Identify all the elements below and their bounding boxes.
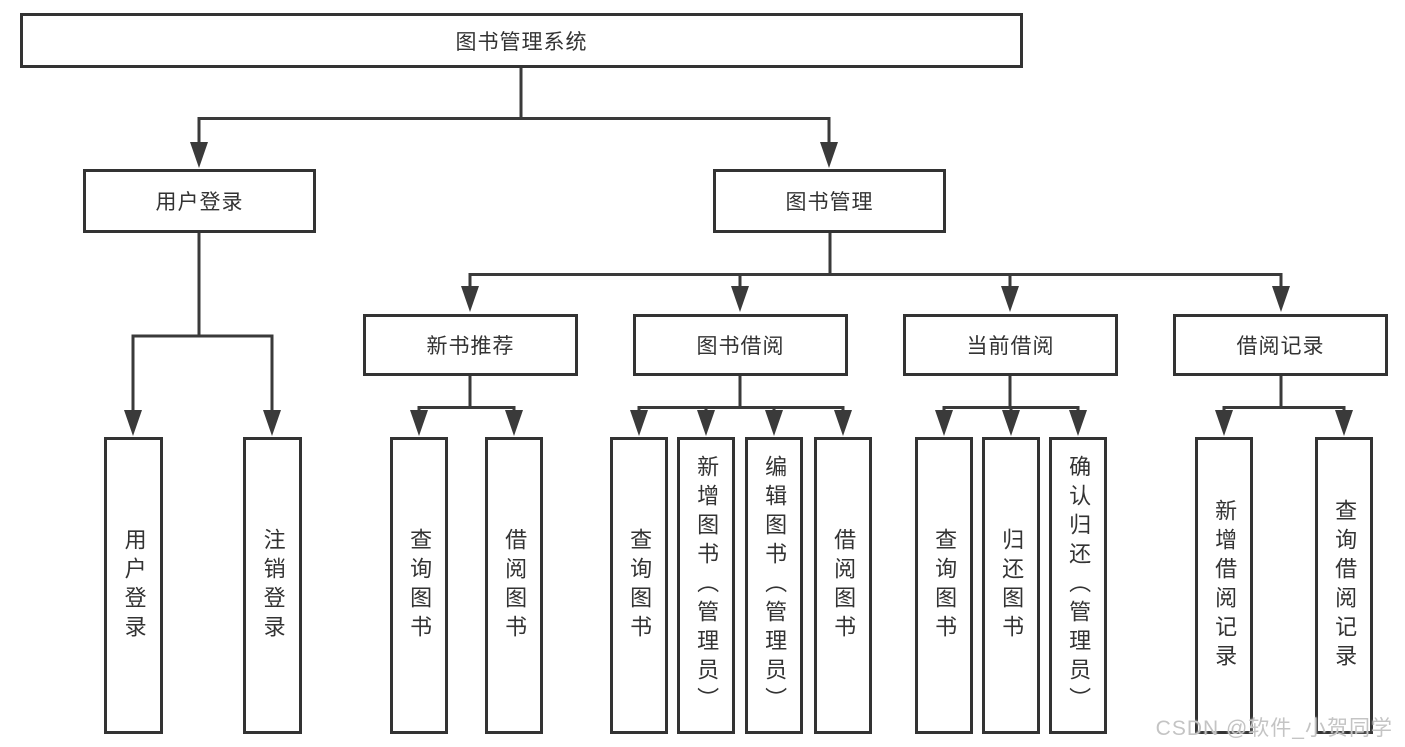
node-borrow-books: 借阅图书 [814, 437, 872, 734]
node-book-borrow: 图书借阅 [633, 314, 848, 376]
node-book-management: 图书管理 [713, 169, 946, 233]
node-borrow-records: 借阅记录 [1173, 314, 1388, 376]
connector-userlogin-to-leaves [124, 233, 281, 436]
node-confirm-return-admin: 确认归还（管理员） [1049, 437, 1107, 734]
csdn-watermark: CSDN @软件_小贺同学 [1155, 717, 1393, 740]
node-borrow-books-recommend-label: 借阅图书 [502, 527, 528, 644]
node-user-login: 用户登录 [83, 169, 316, 233]
node-edit-books-admin: 编辑图书（管理员） [745, 437, 803, 734]
connector-bookmgmt-to-level3 [461, 233, 1290, 312]
node-borrow-books-recommend: 借阅图书 [485, 437, 543, 734]
node-query-books-recommend-label: 查询图书 [407, 527, 433, 644]
connector-root-to-level2 [190, 66, 838, 168]
node-query-books-borrow-label: 查询图书 [627, 527, 653, 644]
node-edit-books-admin-label: 编辑图书（管理员） [762, 455, 788, 716]
node-user-login-action: 用户登录 [104, 437, 163, 734]
node-query-borrow-record: 查询借阅记录 [1315, 437, 1373, 734]
node-confirm-return-admin-label: 确认归还（管理员） [1066, 455, 1092, 716]
node-add-borrow-record-label: 新增借阅记录 [1212, 498, 1238, 673]
connector-currentborrow-to-leaves [935, 375, 1087, 436]
node-add-borrow-record: 新增借阅记录 [1195, 437, 1253, 734]
connector-newbook-to-leaves [410, 375, 523, 436]
node-borrow-books-label: 借阅图书 [831, 527, 857, 644]
node-logout-action-label: 注销登录 [260, 527, 286, 644]
node-new-book-recommend: 新书推荐 [363, 314, 578, 376]
connector-records-to-leaves [1215, 375, 1353, 436]
node-current-borrow: 当前借阅 [903, 314, 1118, 376]
node-query-books-recommend: 查询图书 [390, 437, 448, 734]
node-query-books-current-label: 查询图书 [932, 527, 958, 644]
node-add-books-admin: 新增图书（管理员） [677, 437, 735, 734]
connector-bookborrow-to-leaves [630, 375, 852, 436]
node-return-books-label: 归还图书 [999, 527, 1025, 644]
node-add-books-admin-label: 新增图书（管理员） [694, 455, 720, 716]
node-user-login-action-label: 用户登录 [121, 527, 147, 644]
node-return-books: 归还图书 [982, 437, 1040, 734]
node-query-borrow-record-label: 查询借阅记录 [1332, 498, 1358, 673]
node-query-books-current: 查询图书 [915, 437, 973, 734]
node-query-books-borrow: 查询图书 [610, 437, 668, 734]
node-logout-action: 注销登录 [243, 437, 302, 734]
node-root: 图书管理系统 [20, 13, 1023, 68]
